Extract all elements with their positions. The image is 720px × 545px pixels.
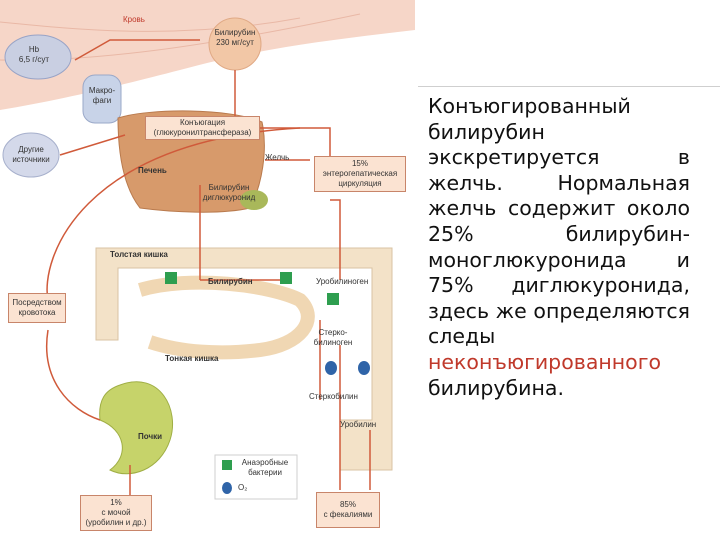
other-sources-cell xyxy=(2,132,60,178)
blood-route-line1: Посредством xyxy=(12,298,62,307)
stercobilin-label: Стеркобилин xyxy=(309,392,358,401)
small-intestine-label: Тонкая кишка xyxy=(165,354,219,363)
hb-label-line2: 6,5 г/сут xyxy=(18,55,50,64)
feces-box: 85% с фекалиями xyxy=(316,492,380,528)
diglucuronide-label: Билирубин диглюкуронид xyxy=(198,183,260,203)
bilirubin-label-line2: 230 мг/сут xyxy=(216,38,254,47)
macrophages-label-line1: Макро- xyxy=(88,86,116,95)
oxygen-label: O₂ xyxy=(238,483,248,492)
blue-drop-icon xyxy=(222,482,232,494)
hb-cell xyxy=(4,34,72,80)
diglucuronide-line2: диглюкуронид xyxy=(202,193,256,202)
feces-line1: 85% xyxy=(339,500,356,509)
urine-line3: (уробилин и др.) xyxy=(85,518,147,527)
bile-label: Желчь xyxy=(265,153,290,162)
green-square-icon xyxy=(280,272,292,284)
large-intestine xyxy=(95,247,393,471)
explanation-highlight: неконъюгированного xyxy=(428,349,662,374)
enterohepatic-line3: циркуляция xyxy=(338,179,382,188)
blood-label: Кровь xyxy=(123,15,145,24)
explanation-tail: билирубина. xyxy=(428,375,564,400)
green-square-icon xyxy=(165,272,177,284)
conjugation-line2: (глюкуронилтрансфераза) xyxy=(153,128,252,137)
enterohepatic-box: 15% энтерогепатическая циркуляция xyxy=(314,156,406,192)
diglucuronide-line1: Билирубин xyxy=(208,183,250,192)
kidney xyxy=(99,381,174,475)
explanation-text: Конъюгированный билирубин экскретируется… xyxy=(428,94,690,401)
urine-line1: 1% xyxy=(110,498,122,507)
enterohepatic-line2: энтерогепатическая xyxy=(322,169,398,178)
green-square-icon xyxy=(222,460,232,470)
intestine-bilirubin-label: Билирубин xyxy=(208,277,253,286)
large-intestine-label: Толстая кишка xyxy=(110,250,168,259)
conjugation-line1: Конъюгация xyxy=(179,118,226,127)
hb-label: Hb 6,5 г/сут xyxy=(4,45,64,65)
conjugation-box: Конъюгация (глюкуронилтрансфераза) xyxy=(145,116,260,140)
gallbladder xyxy=(240,190,268,210)
blue-drop-icon xyxy=(325,361,337,375)
anaerobic-line1: Анаэробные xyxy=(241,458,289,467)
blue-drop-icon xyxy=(358,361,370,375)
small-intestine xyxy=(137,275,315,360)
hb-label-line1: Hb xyxy=(28,45,40,54)
macrophage xyxy=(82,74,122,124)
anaerobic-line2: бактерии xyxy=(248,468,282,477)
stercobilinogen-line1: Стерко- xyxy=(318,328,348,337)
enterohepatic-line1: 15% xyxy=(351,159,368,168)
feces-line2: с фекалиями xyxy=(323,510,373,519)
stercobilinogen-line2: билиноген xyxy=(313,338,353,347)
stercobilinogen-label: Стерко- билиноген xyxy=(308,328,358,348)
macrophages-label-line2: фаги xyxy=(92,96,112,105)
urobilin-label: Уробилин xyxy=(340,420,377,429)
blood-route-box: Посредством кровотока xyxy=(8,293,66,323)
divider-top xyxy=(418,86,720,87)
diagram-shapes xyxy=(0,0,415,500)
bilirubin-metabolism-diagram: Кровь Hb 6,5 г/сут Билирубин 230 мг/сут … xyxy=(0,0,720,531)
anaerobic-label: Анаэробные бактерии xyxy=(236,458,294,478)
kidneys-label: Почки xyxy=(138,432,163,441)
other-sources-label-line1: Другие xyxy=(18,145,44,154)
urine-box: 1% с мочой (уробилин и др.) xyxy=(80,495,152,531)
liver-label: Печень xyxy=(138,166,167,175)
macrophages-label: Макро- фаги xyxy=(83,86,121,106)
vessel-line xyxy=(0,17,301,32)
bilirubin-label-line1: Билирубин xyxy=(214,28,256,37)
urine-line2: с мочой xyxy=(101,508,131,517)
explanation-main: Конъюгированный билирубин экскретируется… xyxy=(428,94,690,349)
blood-route-line2: кровотока xyxy=(18,308,56,317)
green-square-icon xyxy=(327,293,339,305)
urobilinogen-label: Уробилиноген xyxy=(316,277,369,286)
other-sources-label: Другие источники xyxy=(3,145,59,165)
bilirubin-label: Билирубин 230 мг/сут xyxy=(205,28,265,48)
other-sources-label-line2: источники xyxy=(12,155,50,164)
